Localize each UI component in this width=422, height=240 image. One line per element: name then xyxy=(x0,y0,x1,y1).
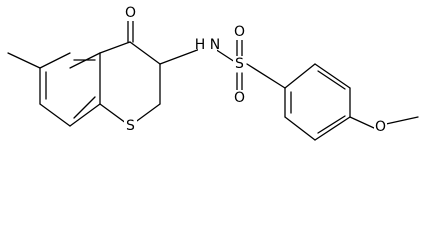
aromatic-bond xyxy=(317,115,346,134)
amide-nitrogen-label: H N xyxy=(195,37,220,53)
bond xyxy=(314,116,351,141)
bond xyxy=(129,41,161,65)
methoxy-oxygen-label: O xyxy=(375,119,386,135)
sulfonyl-sulfur-label: S xyxy=(235,56,244,72)
aromatic-bond xyxy=(317,70,346,90)
methyl-bond xyxy=(7,52,41,69)
bond xyxy=(99,41,131,54)
ring-sulfur-label: S xyxy=(126,118,135,134)
bond xyxy=(284,116,316,141)
chemical-structure-diagram: O H N S S O O O xyxy=(7,5,419,141)
thiopyranone-ring xyxy=(99,41,161,127)
benzene-ring-left xyxy=(39,52,101,127)
o-methyl-bond xyxy=(385,116,419,125)
sulfonyl-oxygen-bottom-label: O xyxy=(234,90,245,106)
sulfonyl-oxygen-top-label: O xyxy=(234,24,245,40)
bond xyxy=(69,103,101,127)
aromatic-bond xyxy=(73,96,96,119)
bond xyxy=(39,52,71,69)
bond xyxy=(39,103,71,127)
s-aryl-bond xyxy=(246,63,286,89)
bond xyxy=(284,63,316,89)
aryl-o-bond xyxy=(349,116,375,129)
bond xyxy=(314,63,351,89)
benzene-ring-right xyxy=(284,63,351,141)
ketone-double-bond xyxy=(127,19,134,43)
ketone-oxygen-label: O xyxy=(125,5,136,21)
sulfonyl-double-bonds xyxy=(236,37,243,93)
c-n-bond xyxy=(159,48,201,65)
